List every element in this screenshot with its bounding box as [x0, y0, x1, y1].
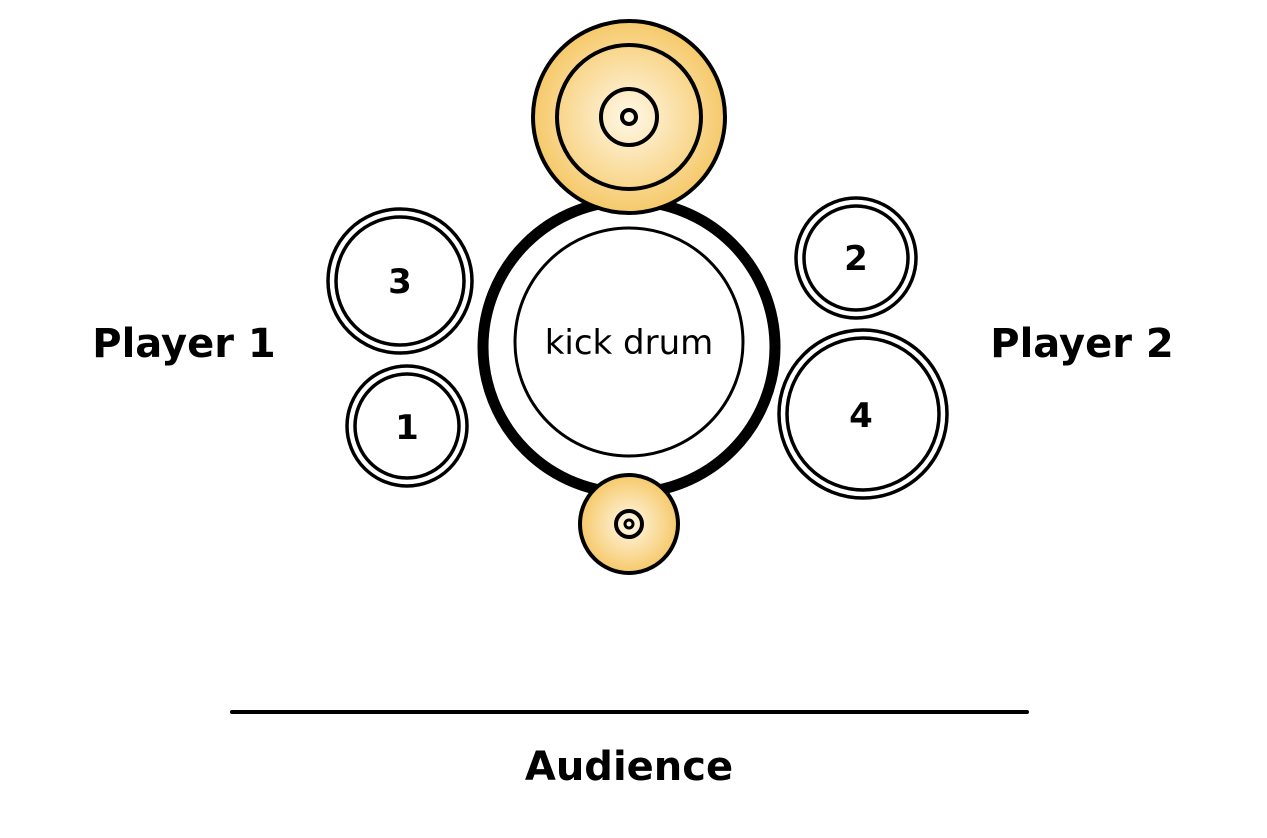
tom-1: 1	[345, 364, 469, 488]
tom-4: 4	[777, 328, 949, 500]
bottom-cymbal-center-icon	[623, 518, 635, 530]
bottom-cymbal-bell	[614, 509, 644, 539]
top-cymbal-center-icon	[620, 108, 638, 126]
top-cymbal-ring	[555, 43, 703, 191]
tom-3: 3	[326, 207, 474, 355]
kick-drum-label: kick drum	[545, 323, 714, 363]
top-cymbal-bell	[599, 87, 659, 147]
bottom-cymbal	[578, 473, 680, 575]
tom-2: 2	[794, 196, 918, 320]
tom-4-label: 4	[849, 396, 873, 436]
tom-2-label: 2	[844, 239, 868, 279]
top-cymbal	[531, 19, 727, 215]
top-cymbal-edge	[531, 19, 727, 215]
tom-3-label: 3	[388, 262, 412, 302]
tom-1-label: 1	[395, 408, 419, 448]
player-2-label: Player 2	[990, 321, 1173, 367]
kick-drum: kick drum	[477, 195, 781, 499]
bottom-cymbal-edge	[578, 473, 680, 575]
kick-drum-head	[513, 226, 745, 458]
audience-label: Audience	[525, 744, 733, 790]
player-1-label: Player 1	[92, 321, 275, 367]
